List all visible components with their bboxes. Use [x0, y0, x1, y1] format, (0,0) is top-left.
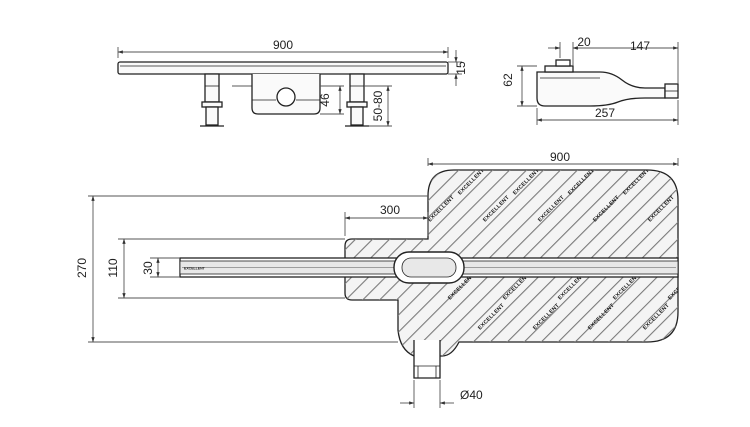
dim-side-outlet-length: 147 — [630, 39, 650, 53]
dim-top-thickness: 15 — [454, 61, 468, 75]
dim-plan-inner-length: 300 — [380, 203, 400, 217]
dim-top-trap-height: 46 — [318, 93, 332, 107]
side-grate — [544, 65, 574, 73]
dim-top-leg-range: 50-80 — [371, 90, 385, 121]
dim-plan-channel-width: 110 — [106, 258, 120, 277]
siphon-outlet — [276, 87, 296, 107]
side-view — [536, 59, 679, 107]
channel-body — [117, 61, 449, 75]
dim-top-length: 900 — [273, 38, 293, 52]
dim-plan-membrane-length: 900 — [550, 150, 570, 164]
side-body — [536, 71, 666, 107]
plan-view: EXCELLENT EXCELLENT EXCELLENT EXCELLENT … — [179, 169, 679, 379]
grate-brand-label: EXCELLENT — [184, 267, 206, 271]
leveling-foot-right — [349, 73, 365, 103]
dim-side-height: 62 — [501, 73, 515, 87]
outlet-pipe — [413, 340, 441, 379]
side-view-dimension-lines — [517, 42, 679, 125]
top-view-dimension-lines — [117, 47, 462, 127]
leveling-foot-left — [204, 73, 220, 103]
dim-side-inlet-width: 20 — [577, 35, 591, 49]
dim-plan-grate-width: 30 — [141, 261, 155, 275]
dim-side-total-length: 257 — [595, 106, 615, 120]
plan-view-dimension-lines — [88, 158, 679, 408]
top-elevation-view — [117, 61, 449, 127]
dim-plan-outlet-diameter: Ø40 — [460, 388, 483, 402]
dim-plan-total-width: 270 — [75, 258, 89, 278]
